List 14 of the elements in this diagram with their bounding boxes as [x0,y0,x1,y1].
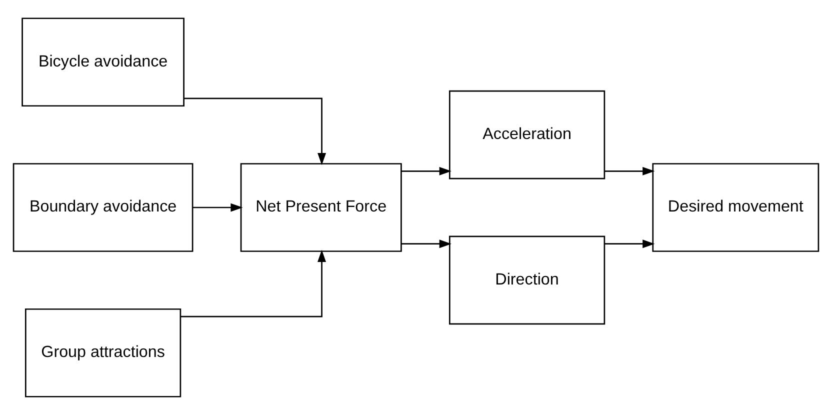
arrow [401,166,452,175]
node-box: Bicycle avoidance [22,17,184,106]
arrow [193,202,243,212]
arrow [604,239,655,248]
node-box: Boundary avoidance [12,162,194,252]
node-box: Desired movement [652,162,820,252]
arrow [180,249,326,317]
arrow [184,97,326,165]
node-box: Group attractions [24,308,182,397]
arrow [401,239,452,248]
node-box: Direction [448,235,606,324]
node-box: Acceleration [448,90,606,179]
node-box: Net Present Force [240,162,402,252]
arrow [604,166,655,175]
